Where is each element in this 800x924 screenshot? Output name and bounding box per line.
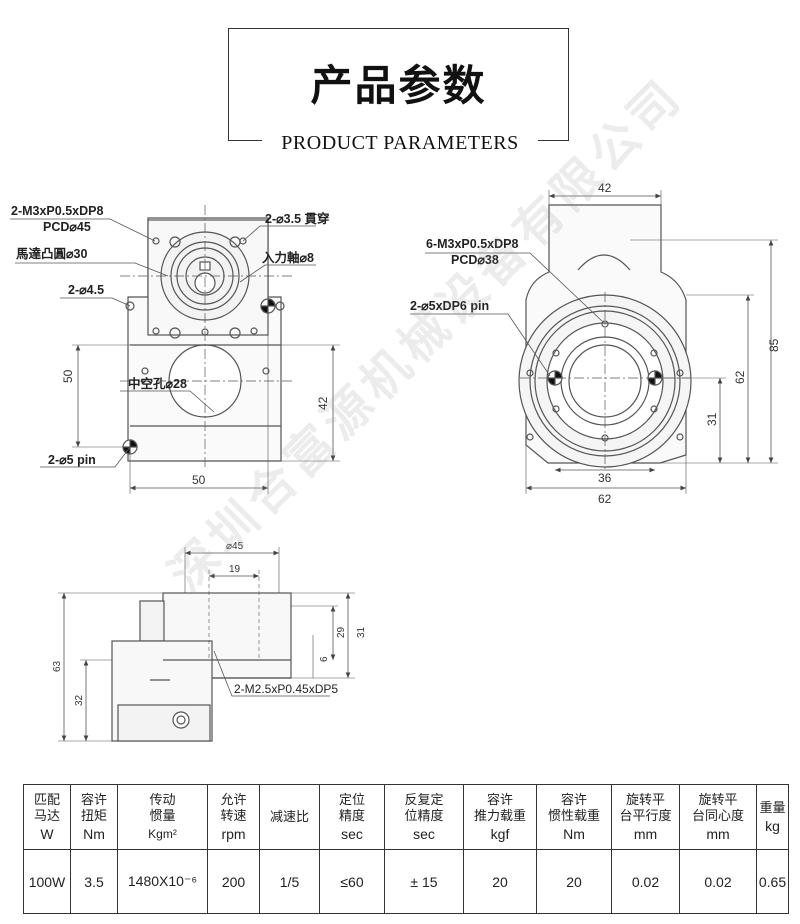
tr-pcd-label: PCD⌀38 [451,253,499,267]
table-cell: ≤60 [319,849,385,914]
sv-dim-h32: 32 [74,694,85,706]
table-cell: 100W [23,849,71,914]
sv-dim-h31: 31 [356,626,367,638]
table-cell: 20 [463,849,537,914]
table-cell: 1480X10⁻⁶ [117,849,208,914]
tl-hollow-label: 中空孔⌀28 [128,376,187,391]
tl-dim-width-bottom: 50 [192,473,206,487]
top-left-view [10,205,340,494]
tl-input-shaft-label: 入力軸⌀8 [262,250,314,265]
tl-pcd-label: PCD⌀45 [43,220,91,234]
sv-holes-label: 2-M2.5xP0.45xDP5 [234,682,338,696]
table-cell: 0.02 [679,849,757,914]
table-cell: ± 15 [384,849,464,914]
tr-dim-width-top: 42 [598,181,612,195]
tl-side-holes-label: 2-⌀4.5 [68,283,104,297]
tl-dim-height-right: 42 [316,396,330,410]
side-view [58,547,355,742]
table-cell: 1/5 [259,849,320,914]
tr-mount-holes-label: 6-M3xP0.5xDP8 [426,237,518,251]
tl-mount-holes-label: 2-M3xP0.5xDP8 [11,204,103,218]
tl-motor-boss-label: 馬達凸圓⌀30 [16,246,87,261]
table-cell: 200 [207,849,260,914]
sv-dim-dia: ⌀45 [226,541,244,552]
tl-through-holes-label: 2-⌀3.5 貫穿 [265,211,330,226]
tr-pin-label: 2-⌀5xDP6 pin [410,299,489,313]
tr-dim-height-inner: 31 [705,412,719,426]
sv-dim-h63: 63 [52,660,63,672]
tr-dim-height-outer: 85 [767,338,781,352]
tr-dim-width-bottom: 62 [598,492,612,506]
table-cell: 3.5 [70,849,118,914]
page-title: 产品参数 [310,61,487,110]
table-cell: 0.02 [611,849,680,914]
page-subtitle: PRODUCT PARAMETERS [262,130,538,156]
header-cell: 减速比 [259,784,320,850]
table-cell: 0.65 [756,849,789,914]
table-cell: 20 [536,849,612,914]
tl-pin-label: 2-⌀5 pin [48,453,96,467]
tr-dim-width-inner: 36 [598,471,612,485]
sv-dim-width-top: 19 [229,564,241,575]
tr-dim-height-mid: 62 [733,370,747,384]
tl-dim-height-left: 50 [61,369,75,383]
top-right-view [410,190,778,494]
table-row: 100W 3.5 1480X10⁻⁶ 200 1/5 ≤60 ± 15 20 2… [23,849,789,914]
title-box [228,28,569,141]
sv-dim-h29: 29 [336,626,347,638]
sv-dim-h6: 6 [319,656,330,662]
